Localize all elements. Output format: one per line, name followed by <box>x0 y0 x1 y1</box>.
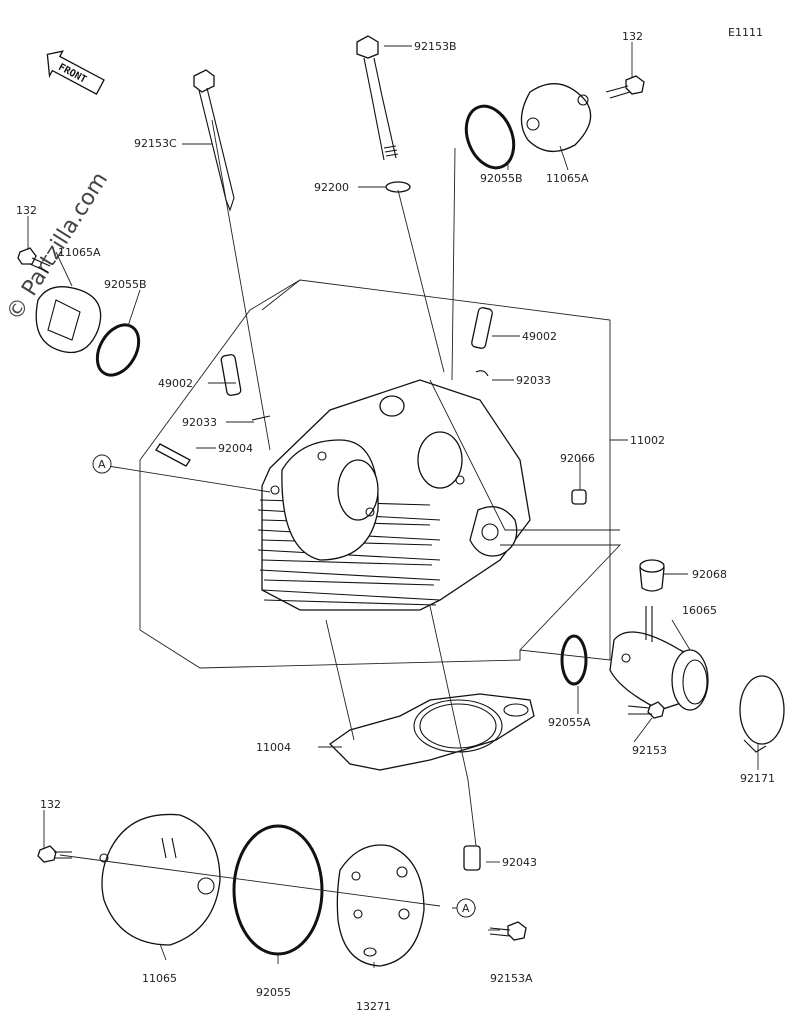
bolt-92153A <box>489 921 527 941</box>
dowel-92066 <box>571 489 587 505</box>
label-92055A: 92055A <box>548 716 591 729</box>
label-92055B-left: 92055B <box>104 278 147 291</box>
label-49002-right: 49002 <box>522 330 557 343</box>
label-132-left: 132 <box>16 204 37 217</box>
label-16065: 16065 <box>682 604 717 617</box>
cover-13271 <box>336 844 425 967</box>
callout-marker-left-text: A <box>98 458 106 471</box>
oring-92055 <box>232 824 324 956</box>
label-132-bottom: 132 <box>40 798 61 811</box>
valve-49002-left <box>220 354 242 396</box>
dowel-92043 <box>463 845 481 871</box>
callout-marker-left: A <box>92 454 112 474</box>
label-92153B: 92153B <box>414 40 457 53</box>
label-11004: 11004 <box>256 741 291 754</box>
stud-92004 <box>155 443 191 467</box>
oring-92055B-left <box>95 323 141 377</box>
label-11065A-left: 11065A <box>58 246 101 259</box>
label-92153C: 92153C <box>134 137 177 150</box>
front-arrow-icon: FRONT <box>46 50 105 95</box>
leader-lines <box>27 42 759 968</box>
clip-92033-right <box>475 370 489 377</box>
label-92033-left: 92033 <box>182 416 217 429</box>
label-92055: 92055 <box>256 986 291 999</box>
label-92171: 92171 <box>740 772 775 785</box>
label-92066: 92066 <box>560 452 595 465</box>
diagram-code: E1111 <box>728 26 763 39</box>
cover-11065 <box>99 813 221 946</box>
label-92153: 92153 <box>632 744 667 757</box>
bolt-92153 <box>627 701 665 719</box>
label-11065A-top: 11065A <box>546 172 589 185</box>
oring-92055A <box>560 634 588 686</box>
cover-11065A-left <box>35 286 102 354</box>
label-92068: 92068 <box>692 568 727 581</box>
callout-marker-bottom-text: A <box>462 902 470 915</box>
bolt-92153C <box>193 69 235 212</box>
bolt-132-top <box>605 75 645 99</box>
label-92153A: 92153A <box>490 972 533 985</box>
label-92055B-top: 92055B <box>480 172 523 185</box>
gasket-11004 <box>328 693 535 771</box>
bolt-132-left <box>17 247 51 273</box>
label-92200: 92200 <box>314 181 349 194</box>
clamp-92171 <box>739 675 785 753</box>
label-92043: 92043 <box>502 856 537 869</box>
label-92004: 92004 <box>218 442 253 455</box>
valve-49002-right <box>471 307 493 349</box>
label-11002: 11002 <box>630 434 665 447</box>
clip-92033-left <box>251 415 271 421</box>
oring-92055B-top <box>464 104 516 170</box>
holder-16065 <box>609 606 709 711</box>
label-92033-right: 92033 <box>516 374 551 387</box>
label-13271: 13271 <box>356 1000 391 1013</box>
label-132-top: 132 <box>622 30 643 43</box>
label-49002-left: 49002 <box>158 377 193 390</box>
bolt-132-bottom <box>37 845 72 863</box>
bolt-92153B <box>356 35 399 161</box>
callout-marker-bottom: A <box>456 898 476 918</box>
label-11065: 11065 <box>142 972 177 985</box>
cap-92068 <box>639 559 665 592</box>
cylinder-head <box>257 379 531 611</box>
cover-11065A-top <box>520 83 592 152</box>
